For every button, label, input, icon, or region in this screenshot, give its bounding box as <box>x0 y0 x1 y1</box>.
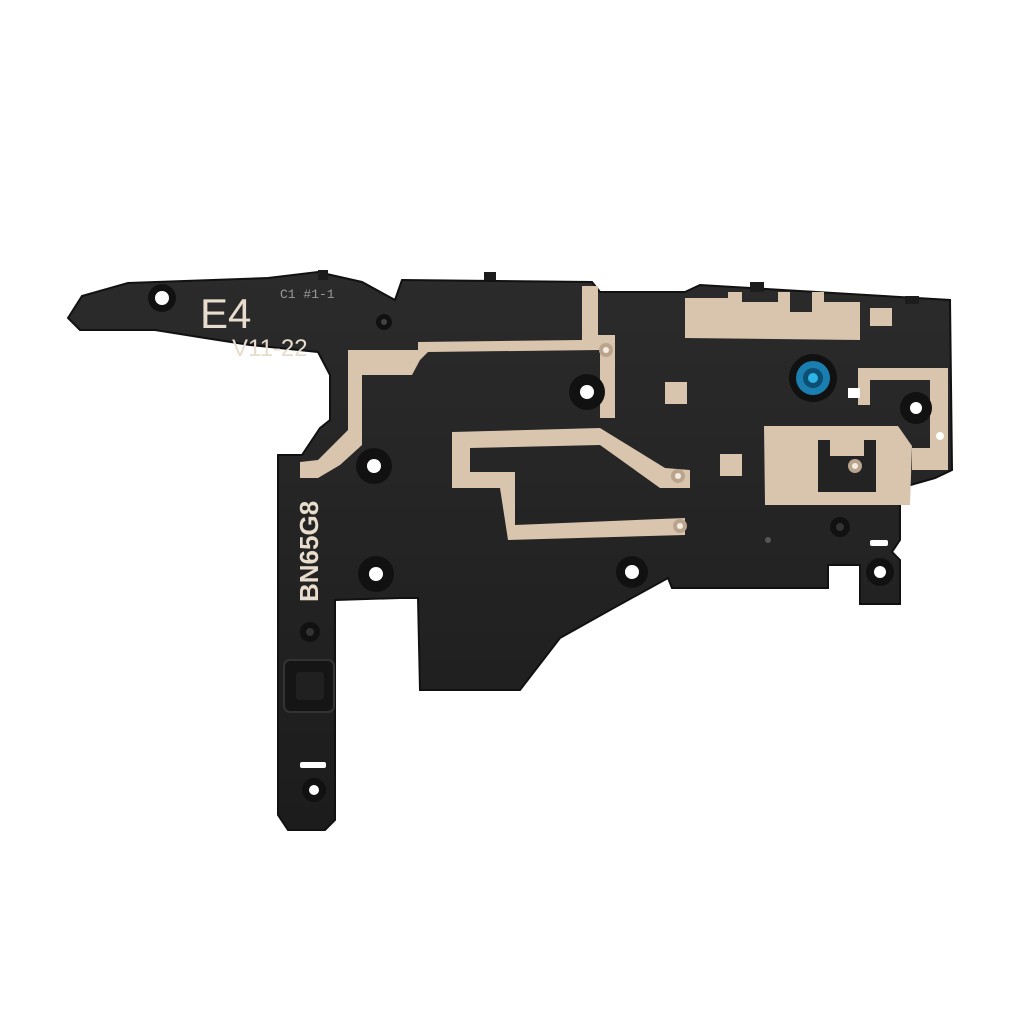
marking-part: BN65G8 <box>294 501 324 602</box>
mounting-holes <box>148 284 944 802</box>
tab <box>484 272 496 280</box>
slot <box>765 537 771 543</box>
via-dot <box>603 347 609 353</box>
lens-icon <box>789 354 837 402</box>
via-dot <box>677 523 683 529</box>
foam-pad-inner <box>296 672 324 700</box>
tab <box>318 270 328 280</box>
contact-pad-small <box>870 308 892 326</box>
contact-pad-right <box>858 368 948 470</box>
slot <box>848 388 860 398</box>
marking-version: V11-22 <box>232 335 308 362</box>
pad-cutout-inner <box>830 440 864 456</box>
contact-pad-square <box>720 454 742 476</box>
marking-code: C1 #1-1 <box>280 287 335 302</box>
slot <box>300 762 326 768</box>
contact-pad-center <box>452 428 690 540</box>
tab <box>750 282 764 292</box>
slot <box>870 540 888 546</box>
contact-pad-top-right <box>685 292 860 340</box>
via-dot <box>852 463 858 469</box>
contact-pad-square <box>665 382 687 404</box>
contact-pad-left <box>300 286 615 478</box>
marking-e4: E4 <box>200 290 251 337</box>
via-dot <box>675 473 681 479</box>
tab <box>905 296 919 304</box>
